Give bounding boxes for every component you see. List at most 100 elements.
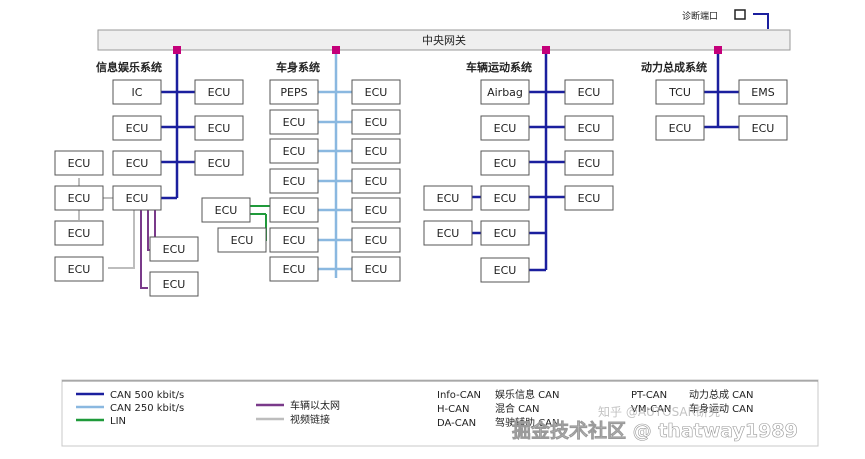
abbr-desc: 混合 CAN [495,402,539,415]
ecu-node: ECU [194,115,244,141]
ecu-node: ECU [655,115,705,141]
node-box [480,150,530,176]
node-box [351,256,401,282]
node-box [655,115,705,141]
abbr-code: DA-CAN [437,418,476,429]
ecu-node: ECU [269,109,319,135]
domain-title: 动力总成系统 [641,60,707,74]
node-label: ECU [365,263,388,276]
node-box [423,220,473,246]
ecu-node: ECU [423,185,473,211]
node-box [54,150,104,176]
node-label: ECU [68,227,91,240]
ecu-node: ECU [423,220,473,246]
node-box [738,79,788,105]
node-label: ECU [752,122,775,135]
domain-title: 信息娱乐系统 [96,60,162,74]
node-label: ECU [494,227,517,240]
ecu-node: ECU [194,150,244,176]
watermark: 知乎 @AUTOSAR研究 [598,404,720,419]
node-label: ECU [669,122,692,135]
node-label: Airbag [487,86,523,99]
node-label: ECU [68,157,91,170]
node-box [480,220,530,246]
node-label: ECU [68,263,91,276]
node-box [194,150,244,176]
node-label: ECU [494,264,517,277]
ecu-node: ECU [564,115,614,141]
ecu-node: ECU [351,197,401,223]
ecu-node: ECU [351,256,401,282]
node-label: ECU [365,175,388,188]
node-box [351,109,401,135]
node-label: ECU [578,192,601,205]
node-box [480,185,530,211]
node-box [564,150,614,176]
gateway-port [542,46,550,54]
node-box [269,79,319,105]
ethernet-link [140,208,148,289]
node-box [480,79,530,105]
ecu-node: ECU [738,115,788,141]
gateway-label: 中央网关 [422,33,466,47]
node-box [564,79,614,105]
node-label: ECU [494,122,517,135]
ecu-node: ECU [149,236,199,262]
ethernet-link [147,208,150,251]
node-box [655,79,705,105]
node-box [54,256,104,282]
ecu-node: ECU [269,197,319,223]
node-label: ECU [163,243,186,256]
ecu-node: ECU [351,168,401,194]
ecu-node: ECU [351,79,401,105]
ecu-node: ECU [351,138,401,164]
abbr-desc: 娱乐信息 CAN [495,388,559,401]
ecu-node: ECU [54,256,104,282]
node-label: ECU [126,157,149,170]
node-label: ECU [126,192,149,205]
abbr-code: VM-CAN [631,404,671,415]
node-box [269,138,319,164]
node-box [54,185,104,211]
node-box [217,227,267,253]
ecu-node: ECU [269,256,319,282]
abbr-desc: 车身运动 CAN [689,402,753,415]
central-gateway [97,29,791,51]
node-label: ECU [283,116,306,129]
ecu-node: ECU [269,138,319,164]
node-label: ECU [437,192,460,205]
domain-title: 车身系统 [276,60,320,74]
node-box [738,115,788,141]
ecu-node: ECU [480,257,530,283]
node-label: TCU [668,86,691,99]
ecu-node: ECU [480,115,530,141]
node-box [564,185,614,211]
gateway-port [714,46,722,54]
ecu-node: ECU [112,115,162,141]
node-label: ECU [283,175,306,188]
ecu-node: ECU [54,150,104,176]
ecu-node: ECU [564,79,614,105]
node-box [269,168,319,194]
node-label: ECU [365,234,388,247]
node-label: ECU [365,204,388,217]
diagnostic-port-box [734,9,746,20]
node-label: ECU [68,192,91,205]
ecu-node: ECU [112,185,162,211]
node-box [269,197,319,223]
video-link [108,208,135,269]
diagnostic-line [753,13,769,29]
peps-node: PEPS [269,79,319,105]
node-box [112,115,162,141]
node-label: ECU [283,263,306,276]
node-box [351,227,401,253]
ecu-node: ECU [480,150,530,176]
node-label: ECU [208,86,231,99]
node-box [480,115,530,141]
ecu-node: ECU [480,185,530,211]
ecu-node: ECU [351,227,401,253]
node-label: IC [132,86,143,99]
node-box [201,197,251,223]
node-box [112,150,162,176]
node-label: ECU [578,86,601,99]
